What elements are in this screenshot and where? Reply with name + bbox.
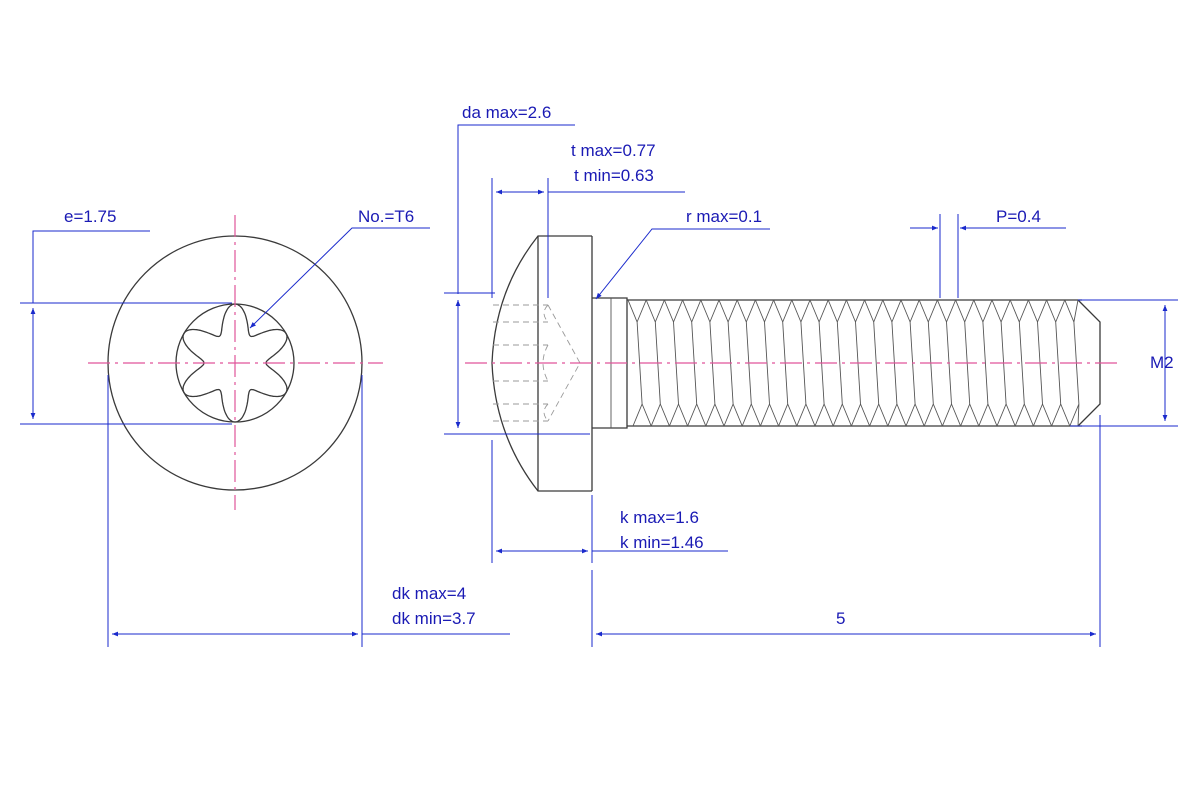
k-max-label: k max=1.6	[620, 508, 699, 527]
thread-crest	[791, 299, 816, 427]
dim-pitch: P=0.4	[910, 207, 1066, 298]
r-max-label: r max=0.1	[686, 207, 762, 226]
dim-dk: dk max=4 dk min=3.7	[107, 375, 510, 647]
dk-min-label: dk min=3.7	[392, 609, 476, 628]
dim-drive: No.=T6	[249, 207, 430, 329]
dim-da: da max=2.6	[444, 103, 590, 435]
length-label: 5	[836, 609, 845, 628]
dim-r: r max=0.1	[595, 207, 770, 300]
dim-t: t max=0.77 t min=0.63	[491, 141, 685, 298]
t-max-label: t max=0.77	[571, 141, 656, 160]
drive-no-label: No.=T6	[358, 207, 414, 226]
dim-length: 5	[591, 415, 1101, 647]
thread-crest	[827, 299, 852, 427]
pitch-label: P=0.4	[996, 207, 1041, 226]
dim-thread: M2	[1070, 299, 1178, 427]
dk-max-label: dk max=4	[392, 584, 466, 603]
thread-crest	[1046, 299, 1071, 427]
da-max-label: da max=2.6	[462, 103, 551, 122]
thread-size-label: M2	[1150, 353, 1174, 372]
thread-crest	[973, 299, 998, 427]
k-min-label: k min=1.46	[620, 533, 704, 552]
thread-crests	[627, 299, 1080, 427]
front-view	[88, 215, 383, 510]
dim-k: k max=1.6 k min=1.46	[491, 440, 728, 563]
thread-crest	[1009, 299, 1034, 427]
side-view	[465, 235, 1120, 492]
hidden-recess	[493, 304, 581, 422]
thread-crest	[627, 299, 652, 427]
t-min-label: t min=0.63	[574, 166, 654, 185]
dimensions: da max=2.6 t max=0.77 t min=0.63 e=1.75 …	[20, 103, 1178, 647]
thread-crest	[864, 299, 889, 427]
dim-e: e=1.75	[20, 207, 232, 425]
e-label: e=1.75	[64, 207, 116, 226]
